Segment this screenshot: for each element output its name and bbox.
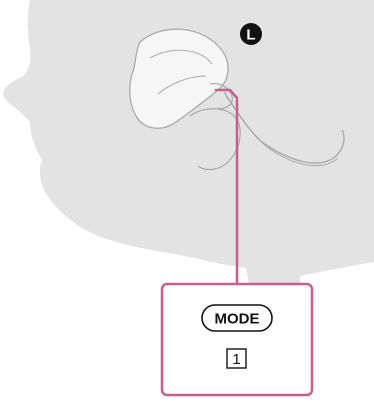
leader-line <box>214 88 239 286</box>
number-label: 1 <box>232 351 240 368</box>
callout-box <box>160 282 314 397</box>
neckband-cord-inner <box>225 95 339 167</box>
headphone-body <box>129 28 229 129</box>
headphone-inner-curve <box>157 75 207 95</box>
mode-button-label: MODE <box>215 311 260 328</box>
head-silhouette <box>3 0 374 300</box>
left-side-badge-label: L <box>246 27 255 44</box>
ear-tip <box>209 83 233 109</box>
mode-button <box>201 304 273 332</box>
headphone-inner-line <box>149 49 213 65</box>
left-side-badge <box>240 23 262 45</box>
number-box <box>226 348 247 369</box>
ear <box>189 108 241 171</box>
